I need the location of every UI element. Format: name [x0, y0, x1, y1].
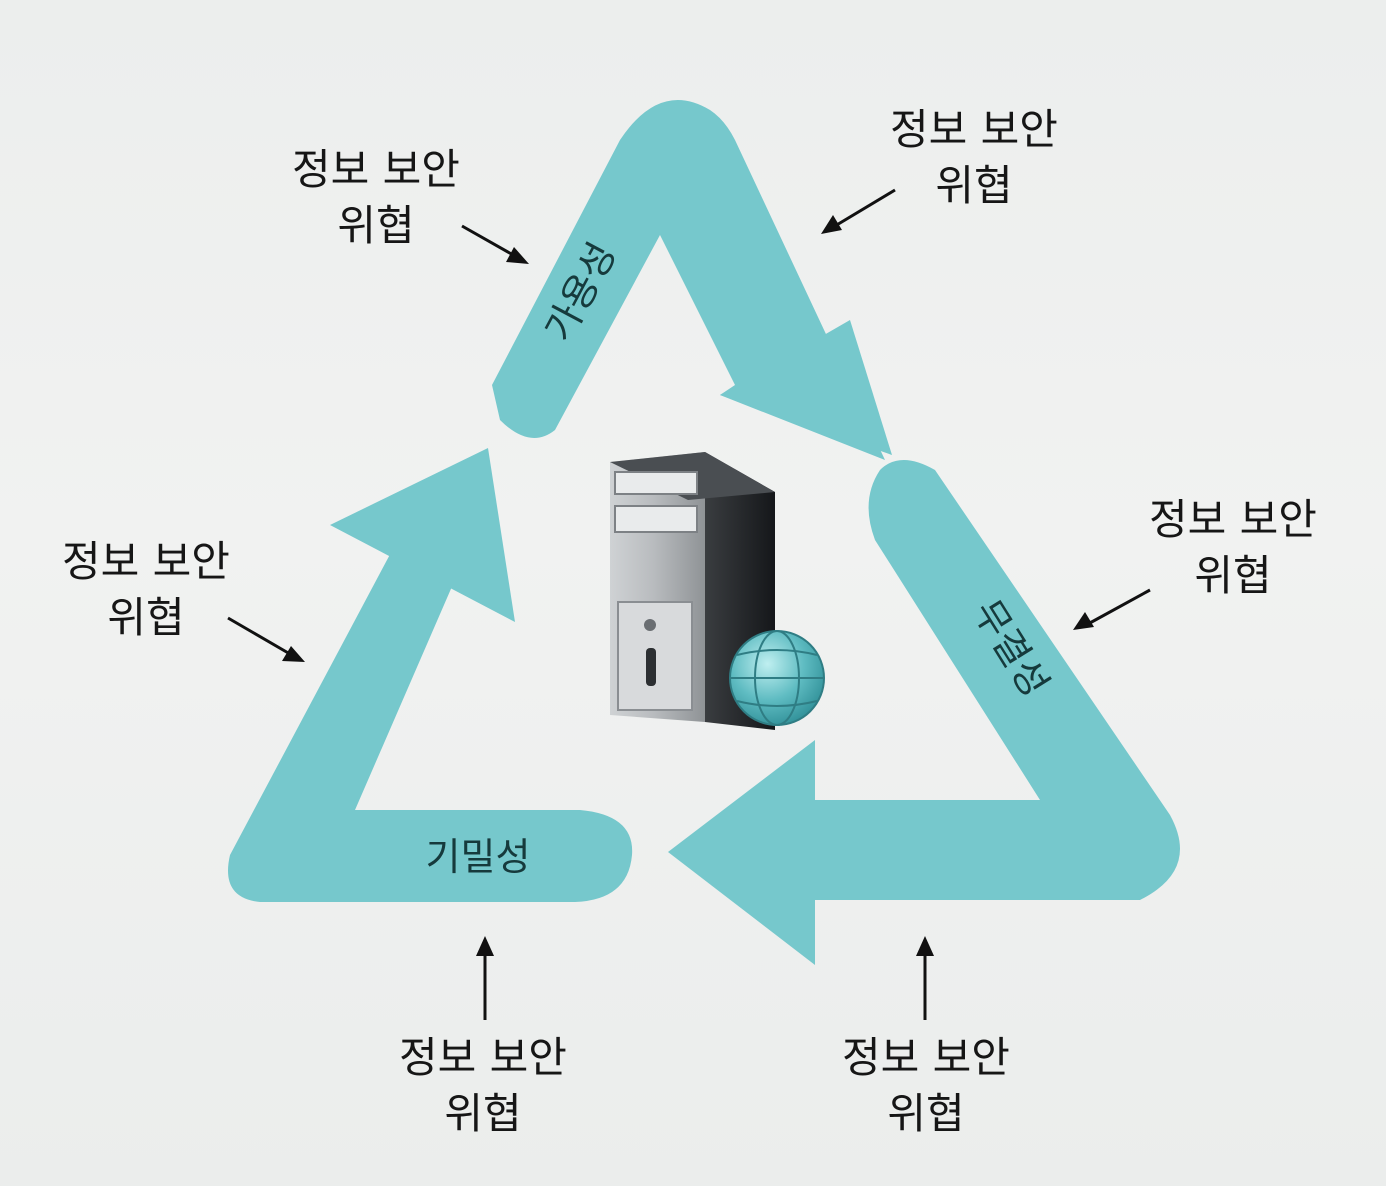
threat-label-bottom-left: 정보 보안 위협 — [363, 1030, 603, 1142]
threat-label-line1: 정보 보안 — [363, 1030, 603, 1086]
threat-label-top-left: 정보 보안 위협 — [256, 142, 496, 254]
threat-label-line2: 위협 — [854, 158, 1094, 214]
threat-label-line1: 정보 보안 — [806, 1030, 1046, 1086]
threat-label-line2: 위협 — [806, 1086, 1046, 1142]
threat-label-bottom-right: 정보 보안 위협 — [806, 1030, 1046, 1142]
availability-arm — [492, 100, 892, 460]
threat-label-line2: 위협 — [256, 198, 496, 254]
threat-label-line1: 정보 보안 — [26, 534, 266, 590]
threat-label-line2: 위협 — [363, 1086, 603, 1142]
confidentiality-arm — [228, 448, 632, 902]
server-tower-with-globe-icon — [610, 452, 824, 730]
threat-label-right: 정보 보안 위협 — [1113, 492, 1353, 604]
confidentiality-label: 기밀성 — [426, 835, 531, 879]
threat-pointer-5 — [476, 936, 494, 1020]
threat-label-left: 정보 보안 위협 — [26, 534, 266, 646]
threat-label-top-right: 정보 보안 위협 — [854, 102, 1094, 214]
threat-label-line1: 정보 보안 — [1113, 492, 1353, 548]
threat-label-line1: 정보 보안 — [854, 102, 1094, 158]
threat-pointer-6 — [916, 936, 934, 1020]
threat-label-line1: 정보 보안 — [256, 142, 496, 198]
threat-label-line2: 위협 — [1113, 548, 1353, 604]
threat-label-line2: 위협 — [26, 590, 266, 646]
